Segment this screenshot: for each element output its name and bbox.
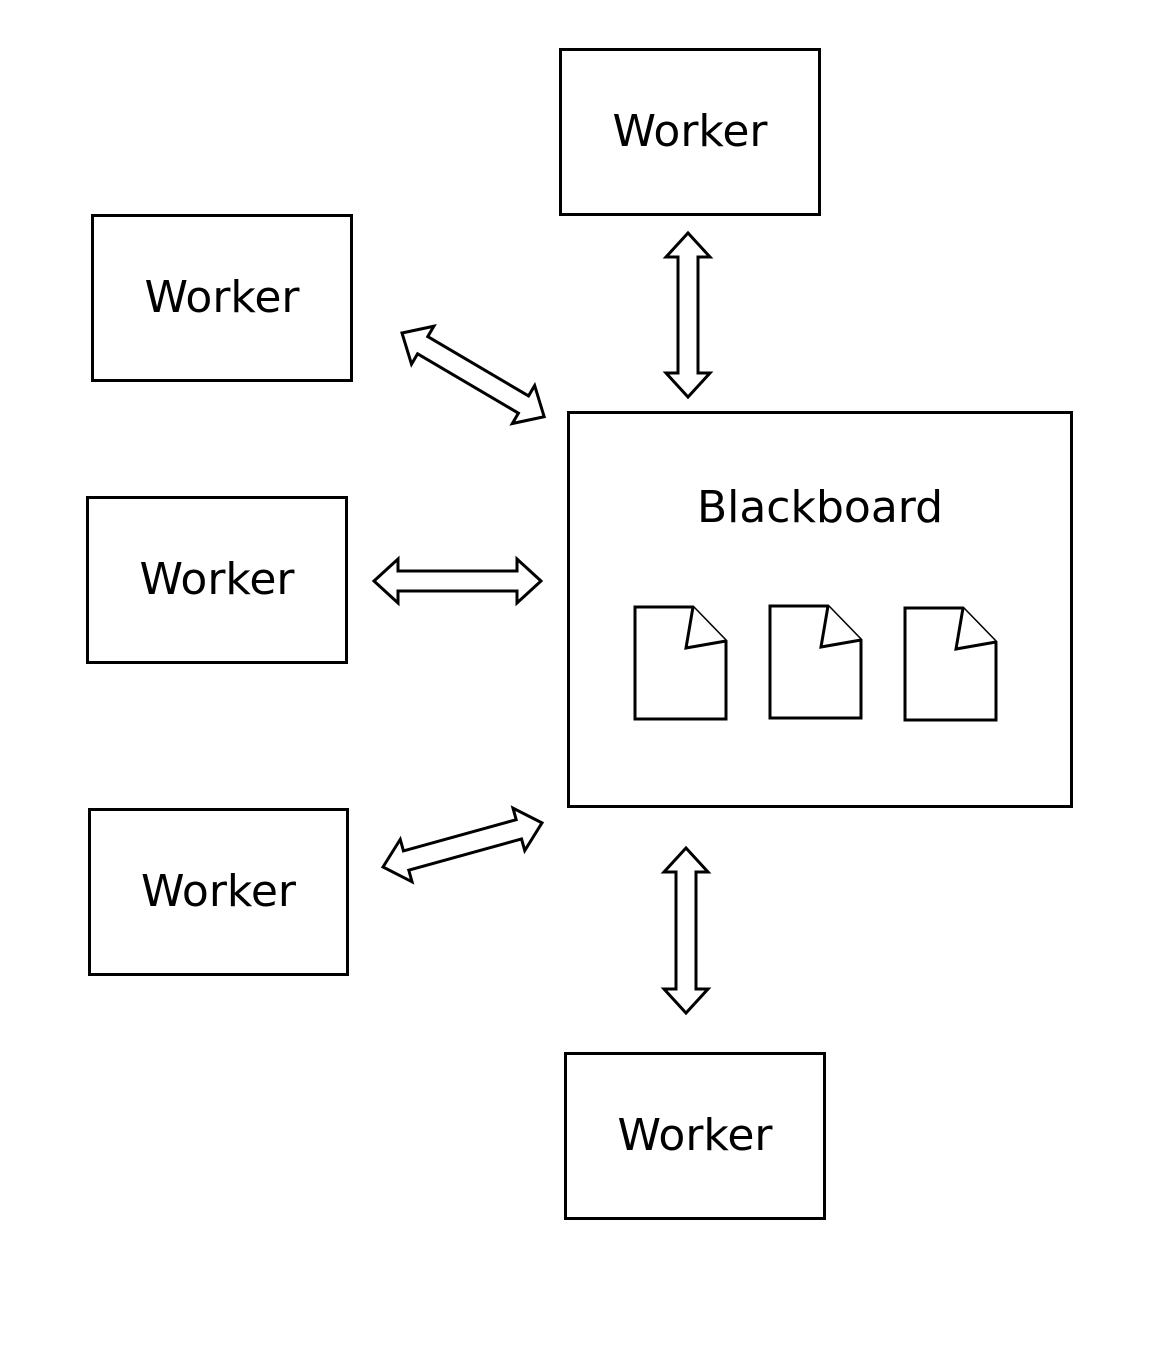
worker-box-top: Worker — [559, 48, 821, 216]
worker-label: Worker — [139, 554, 295, 605]
double-arrow-icon — [371, 555, 544, 607]
worker-label: Worker — [612, 106, 768, 157]
double-arrow-icon — [662, 230, 714, 400]
double-arrow-icon — [660, 845, 712, 1016]
worker-label: Worker — [144, 272, 300, 323]
worker-box-upper-left: Worker — [91, 214, 353, 382]
document-icon — [633, 605, 728, 721]
blackboard-label: Blackboard — [696, 482, 944, 533]
document-icon — [903, 606, 998, 722]
double-arrow-icon — [380, 805, 545, 885]
double-arrow-icon — [400, 324, 547, 426]
document-icon — [768, 604, 863, 720]
worker-label: Worker — [617, 1110, 773, 1161]
blackboard-box: Blackboard — [567, 411, 1073, 808]
worker-label: Worker — [140, 866, 296, 917]
worker-box-bottom: Worker — [564, 1052, 826, 1220]
worker-box-lower-left: Worker — [88, 808, 349, 976]
worker-box-middle-left: Worker — [86, 496, 348, 664]
